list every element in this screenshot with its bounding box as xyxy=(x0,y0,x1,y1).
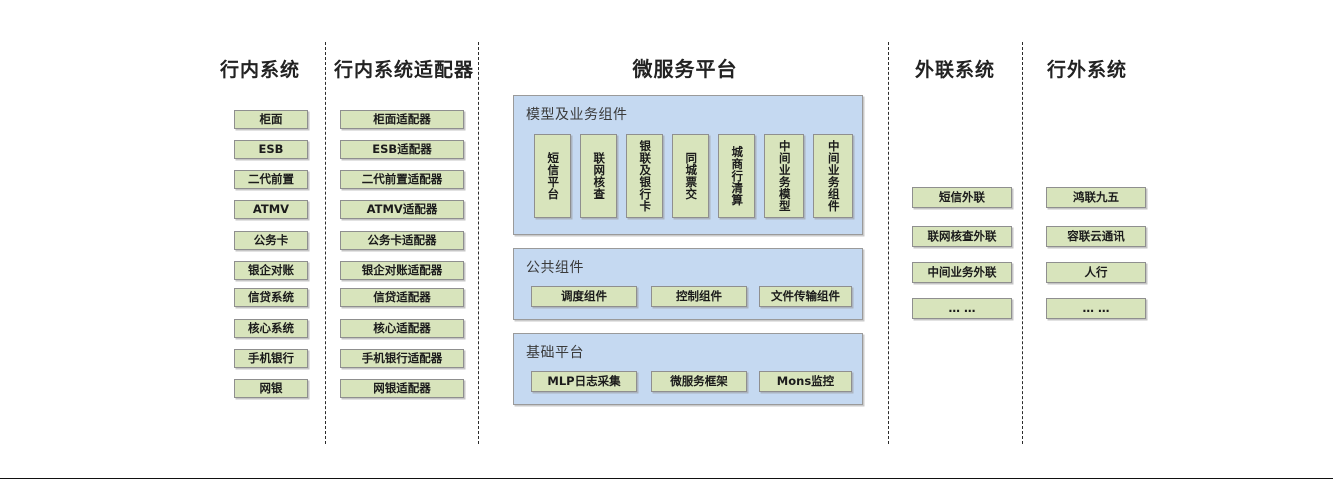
node-model-3[interactable]: 同城票交 xyxy=(672,134,709,218)
node-public-2[interactable]: 文件传输组件 xyxy=(759,286,852,307)
node-adapter-2[interactable]: 二代前置适配器 xyxy=(340,170,464,189)
node-public-0[interactable]: 调度组件 xyxy=(531,286,637,307)
node-model-6[interactable]: 中间业务组件 xyxy=(813,134,853,218)
node-model-4[interactable]: 城商行清算 xyxy=(718,134,755,218)
separator-3 xyxy=(888,42,889,444)
node-model-0[interactable]: 短信平台 xyxy=(534,134,571,218)
node-adapter-7[interactable]: 核心适配器 xyxy=(340,319,464,338)
panel-public-components: 公共组件 调度组件 控制组件 文件传输组件 xyxy=(513,248,863,320)
separator-1 xyxy=(325,42,326,444)
node-outside-1[interactable]: 容联云通讯 xyxy=(1046,226,1146,247)
node-model-1-label: 联网核查 xyxy=(592,152,607,200)
node-external-3[interactable]: … … xyxy=(912,298,1012,319)
node-in-bank-3[interactable]: ATMV xyxy=(234,200,308,219)
node-model-6-label: 中间业务组件 xyxy=(826,140,841,212)
node-model-0-label: 短信平台 xyxy=(546,152,561,200)
column-title-external-link-systems: 外联系统 xyxy=(914,59,995,81)
node-outside-2[interactable]: 人行 xyxy=(1046,262,1146,283)
panel-title-model-business-components: 模型及业务组件 xyxy=(526,107,628,123)
panel-title-base-platform: 基础平台 xyxy=(526,345,584,361)
node-base-1[interactable]: 微服务框架 xyxy=(651,371,747,392)
node-in-bank-6[interactable]: 信贷系统 xyxy=(234,288,308,307)
node-in-bank-2[interactable]: 二代前置 xyxy=(234,170,308,189)
column-title-in-bank-adapters: 行内系统适配器 xyxy=(333,59,474,81)
separator-2 xyxy=(478,42,479,444)
bottom-rule xyxy=(0,478,1333,479)
column-title-microservice-platform: 微服务平台 xyxy=(632,57,738,81)
node-in-bank-0[interactable]: 柜面 xyxy=(234,110,308,129)
node-adapter-0[interactable]: 柜面适配器 xyxy=(340,110,464,129)
node-model-2[interactable]: 银联及银行卡 xyxy=(626,134,663,218)
node-in-bank-1[interactable]: ESB xyxy=(234,140,308,159)
separator-4 xyxy=(1022,42,1023,444)
node-base-2[interactable]: Mons监控 xyxy=(759,371,852,392)
node-outside-3[interactable]: … … xyxy=(1046,298,1146,319)
node-model-5[interactable]: 中间业务模型 xyxy=(764,134,804,218)
node-model-4-label: 城商行清算 xyxy=(730,146,745,206)
node-adapter-1[interactable]: ESB适配器 xyxy=(340,140,464,159)
node-model-2-label: 银联及银行卡 xyxy=(638,140,653,212)
node-outside-0[interactable]: 鸿联九五 xyxy=(1046,187,1146,208)
node-adapter-4[interactable]: 公务卡适配器 xyxy=(340,231,464,250)
node-public-1[interactable]: 控制组件 xyxy=(651,286,747,307)
node-adapter-8[interactable]: 手机银行适配器 xyxy=(340,349,464,368)
panel-base-platform: 基础平台 MLP日志采集 微服务框架 Mons监控 xyxy=(513,333,863,405)
node-external-0[interactable]: 短信外联 xyxy=(912,187,1012,208)
node-in-bank-8[interactable]: 手机银行 xyxy=(234,349,308,368)
node-in-bank-4[interactable]: 公务卡 xyxy=(234,231,308,250)
node-in-bank-9[interactable]: 网银 xyxy=(234,379,308,398)
node-external-2[interactable]: 中间业务外联 xyxy=(912,262,1012,283)
node-in-bank-5[interactable]: 银企对账 xyxy=(234,261,308,280)
panel-model-business-components: 模型及业务组件 短信平台 联网核查 银联及银行卡 同城票交 城商行清算 中间业务… xyxy=(513,95,863,235)
node-adapter-5[interactable]: 银企对账适配器 xyxy=(340,261,464,280)
node-adapter-3[interactable]: ATMV适配器 xyxy=(340,200,464,219)
column-title-in-bank-systems: 行内系统 xyxy=(219,59,300,81)
column-title-outside-bank-systems: 行外系统 xyxy=(1046,59,1127,81)
node-in-bank-7[interactable]: 核心系统 xyxy=(234,319,308,338)
node-model-5-label: 中间业务模型 xyxy=(777,140,792,212)
node-external-1[interactable]: 联网核查外联 xyxy=(912,226,1012,247)
panel-title-public-components: 公共组件 xyxy=(526,260,584,276)
node-base-0[interactable]: MLP日志采集 xyxy=(531,371,637,392)
node-model-1[interactable]: 联网核查 xyxy=(580,134,617,218)
node-adapter-6[interactable]: 信贷适配器 xyxy=(340,288,464,307)
node-adapter-9[interactable]: 网银适配器 xyxy=(340,379,464,398)
node-model-3-label: 同城票交 xyxy=(684,152,699,200)
